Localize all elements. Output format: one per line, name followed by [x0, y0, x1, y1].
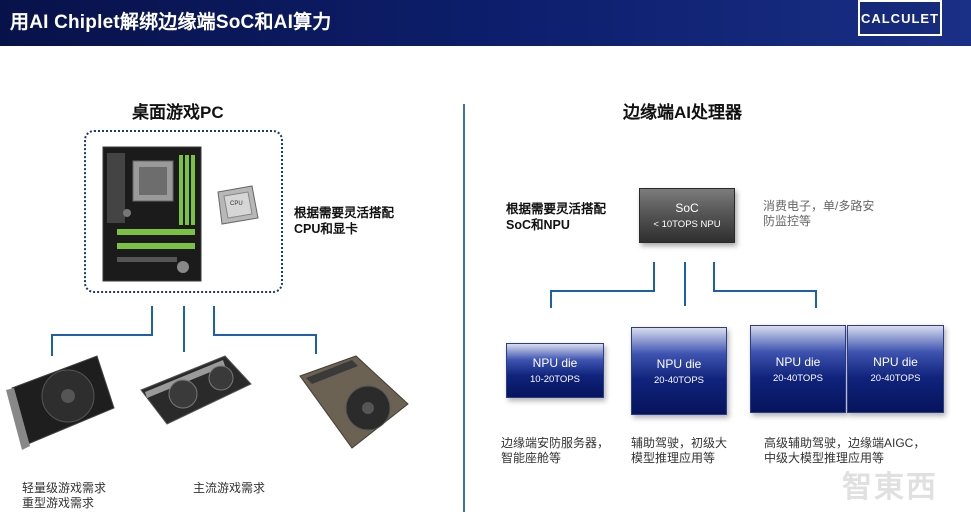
npu-die-2-title: NPU die — [656, 356, 702, 371]
gpu-card-flagship-image — [299, 355, 409, 449]
soc-desc-line1: 消费电子，单/多路安 — [763, 199, 875, 213]
right-note-line1: 根据需要灵活搭配 — [506, 202, 607, 216]
gpu-card-compact-image — [6, 355, 115, 450]
cpu-chip-label: CPU — [230, 201, 243, 207]
cpu-chip-image: CPU — [212, 182, 260, 228]
header-bar — [0, 0, 971, 46]
left-connector-v3b — [315, 334, 317, 354]
left-caption-2-line1: 主流游戏需求 — [193, 481, 266, 495]
motherboard-image — [102, 146, 202, 282]
calculet-logo: CALCULET — [858, 0, 942, 36]
left-note-line2: CPU和显卡 — [294, 222, 358, 236]
right-connector-v2 — [684, 262, 686, 306]
npu-die-2: NPU die 20-40TOPS — [631, 327, 727, 415]
left-caption-1-line1: 轻量级游戏需求 — [22, 481, 107, 495]
right-caption-3-line1: 高级辅助驾驶，边缘端AIGC， — [764, 436, 926, 450]
right-note-line2: SoC和NPU — [506, 218, 570, 232]
right-caption-1-line2: 智能座舱等 — [501, 451, 562, 465]
right-caption-1-line1: 边缘端安防服务器， — [501, 436, 610, 450]
right-connector-v1b — [550, 290, 552, 308]
right-connector-v3 — [713, 262, 715, 292]
npu-die-3-title: NPU die — [775, 354, 821, 369]
left-caption-1-line2: 重型游戏需求 — [22, 496, 95, 510]
npu-die-3: NPU die 20-40TOPS — [750, 325, 846, 413]
npu-die-3-sub: 20-40TOPS — [773, 372, 823, 384]
npu-die-1: NPU die 10-20TOPS — [506, 343, 604, 398]
soc-chip-sub: < 10TOPS NPU — [653, 219, 721, 230]
right-heading: 边缘端AI处理器 — [623, 103, 742, 122]
left-connector-v1b — [51, 334, 53, 356]
left-connector-v3 — [213, 306, 215, 336]
left-connector-h3 — [213, 334, 317, 336]
watermark: 智東西 — [842, 471, 938, 504]
slide-title: 用AI Chiplet解绑边缘端SoC和AI算力 — [10, 12, 332, 33]
left-connector-h1 — [51, 334, 153, 336]
right-connector-h1 — [550, 290, 655, 292]
left-note-line1: 根据需要灵活搭配 — [294, 206, 395, 220]
soc-desc-line2: 防监控等 — [763, 214, 812, 228]
npu-die-4: NPU die 20-40TOPS — [847, 325, 944, 413]
left-connector-v2 — [183, 306, 185, 352]
soc-chip-title: SoC — [675, 201, 699, 215]
right-caption-2-line1: 辅助驾驶，初级大 — [631, 436, 728, 450]
left-heading: 桌面游戏PC — [132, 103, 224, 122]
right-connector-v3b — [815, 290, 817, 308]
right-connector-h3 — [713, 290, 817, 292]
npu-die-4-sub: 20-40TOPS — [870, 372, 921, 384]
pc-components-frame — [84, 130, 283, 293]
right-connector-v1 — [653, 262, 655, 292]
npu-die-2-sub: 20-40TOPS — [654, 374, 704, 386]
right-caption-3-line2: 中级大模型推理应用等 — [764, 451, 885, 465]
section-divider — [463, 104, 465, 512]
soc-chip: SoC < 10TOPS NPU — [639, 188, 735, 243]
left-connector-v1 — [151, 306, 153, 336]
npu-die-4-title: NPU die — [873, 354, 918, 369]
right-caption-2-line2: 模型推理应用等 — [631, 451, 716, 465]
npu-die-1-title: NPU die — [532, 356, 578, 370]
npu-die-1-sub: 10-20TOPS — [530, 374, 580, 385]
gpu-card-mainstream-image — [140, 355, 252, 425]
